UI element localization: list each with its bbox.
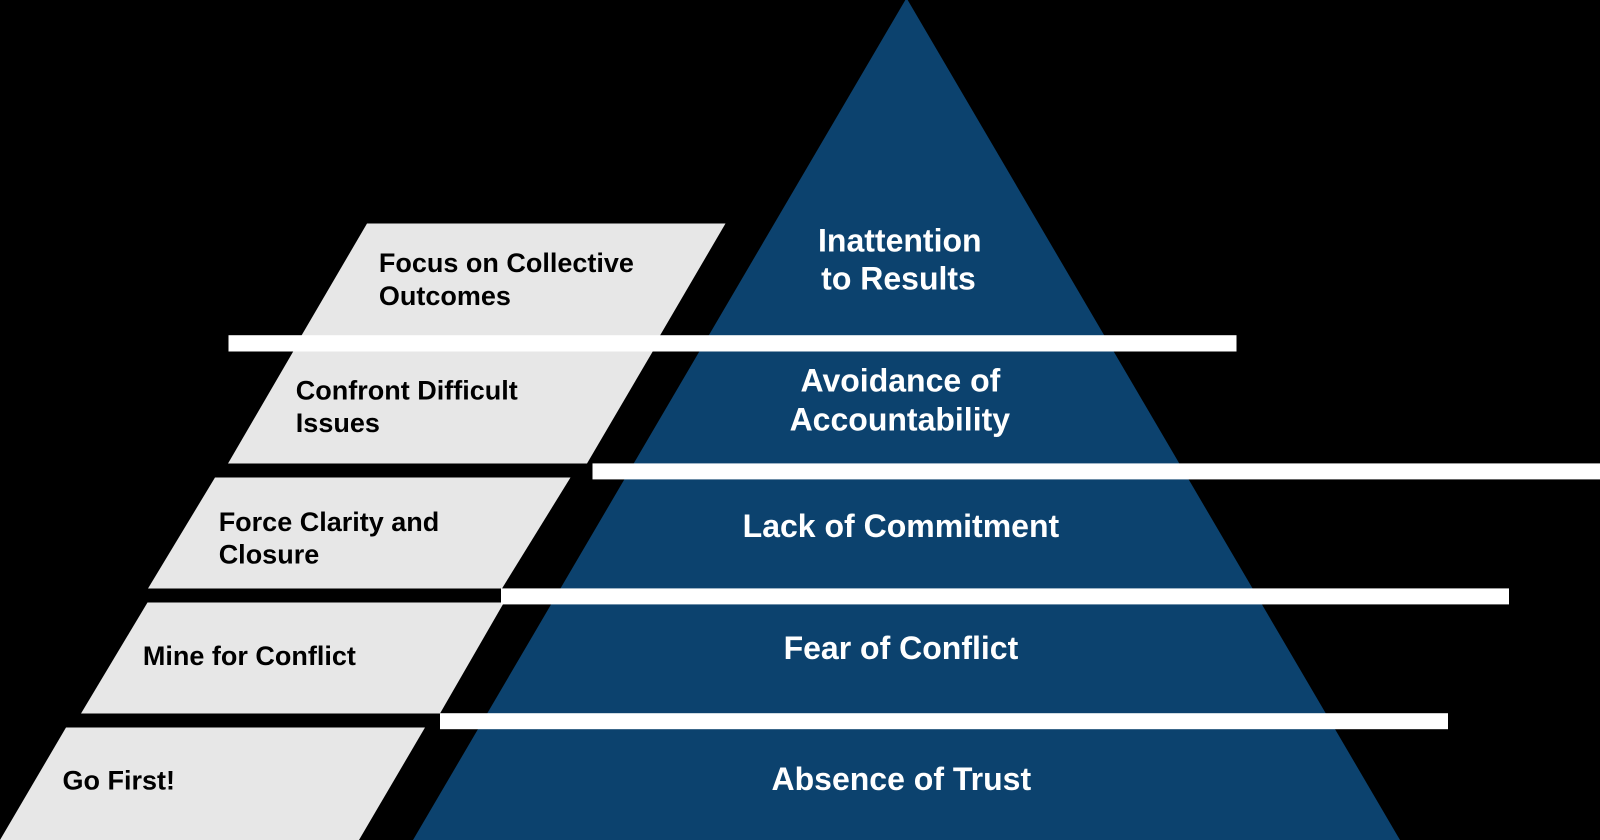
svg-text:Inattention: Inattention	[818, 223, 982, 259]
svg-text:Confront Difficult: Confront Difficult	[296, 375, 518, 405]
svg-text:Focus on Collective: Focus on Collective	[379, 248, 634, 278]
svg-text:Avoidance of: Avoidance of	[801, 362, 1001, 398]
svg-text:Accountability: Accountability	[790, 402, 1011, 438]
svg-text:Outcomes: Outcomes	[379, 281, 511, 311]
svg-text:Mine for Conflict: Mine for Conflict	[143, 641, 356, 671]
svg-text:Fear of Conflict: Fear of Conflict	[784, 630, 1019, 666]
svg-text:Issues: Issues	[296, 408, 380, 438]
svg-text:to Results: to Results	[821, 260, 976, 296]
svg-text:Lack of Commitment: Lack of Commitment	[743, 508, 1060, 544]
svg-text:Closure: Closure	[219, 540, 320, 570]
svg-text:Force Clarity and: Force Clarity and	[219, 507, 440, 537]
svg-text:Go First!: Go First!	[63, 765, 176, 795]
svg-text:Absence of Trust: Absence of Trust	[771, 761, 1031, 797]
